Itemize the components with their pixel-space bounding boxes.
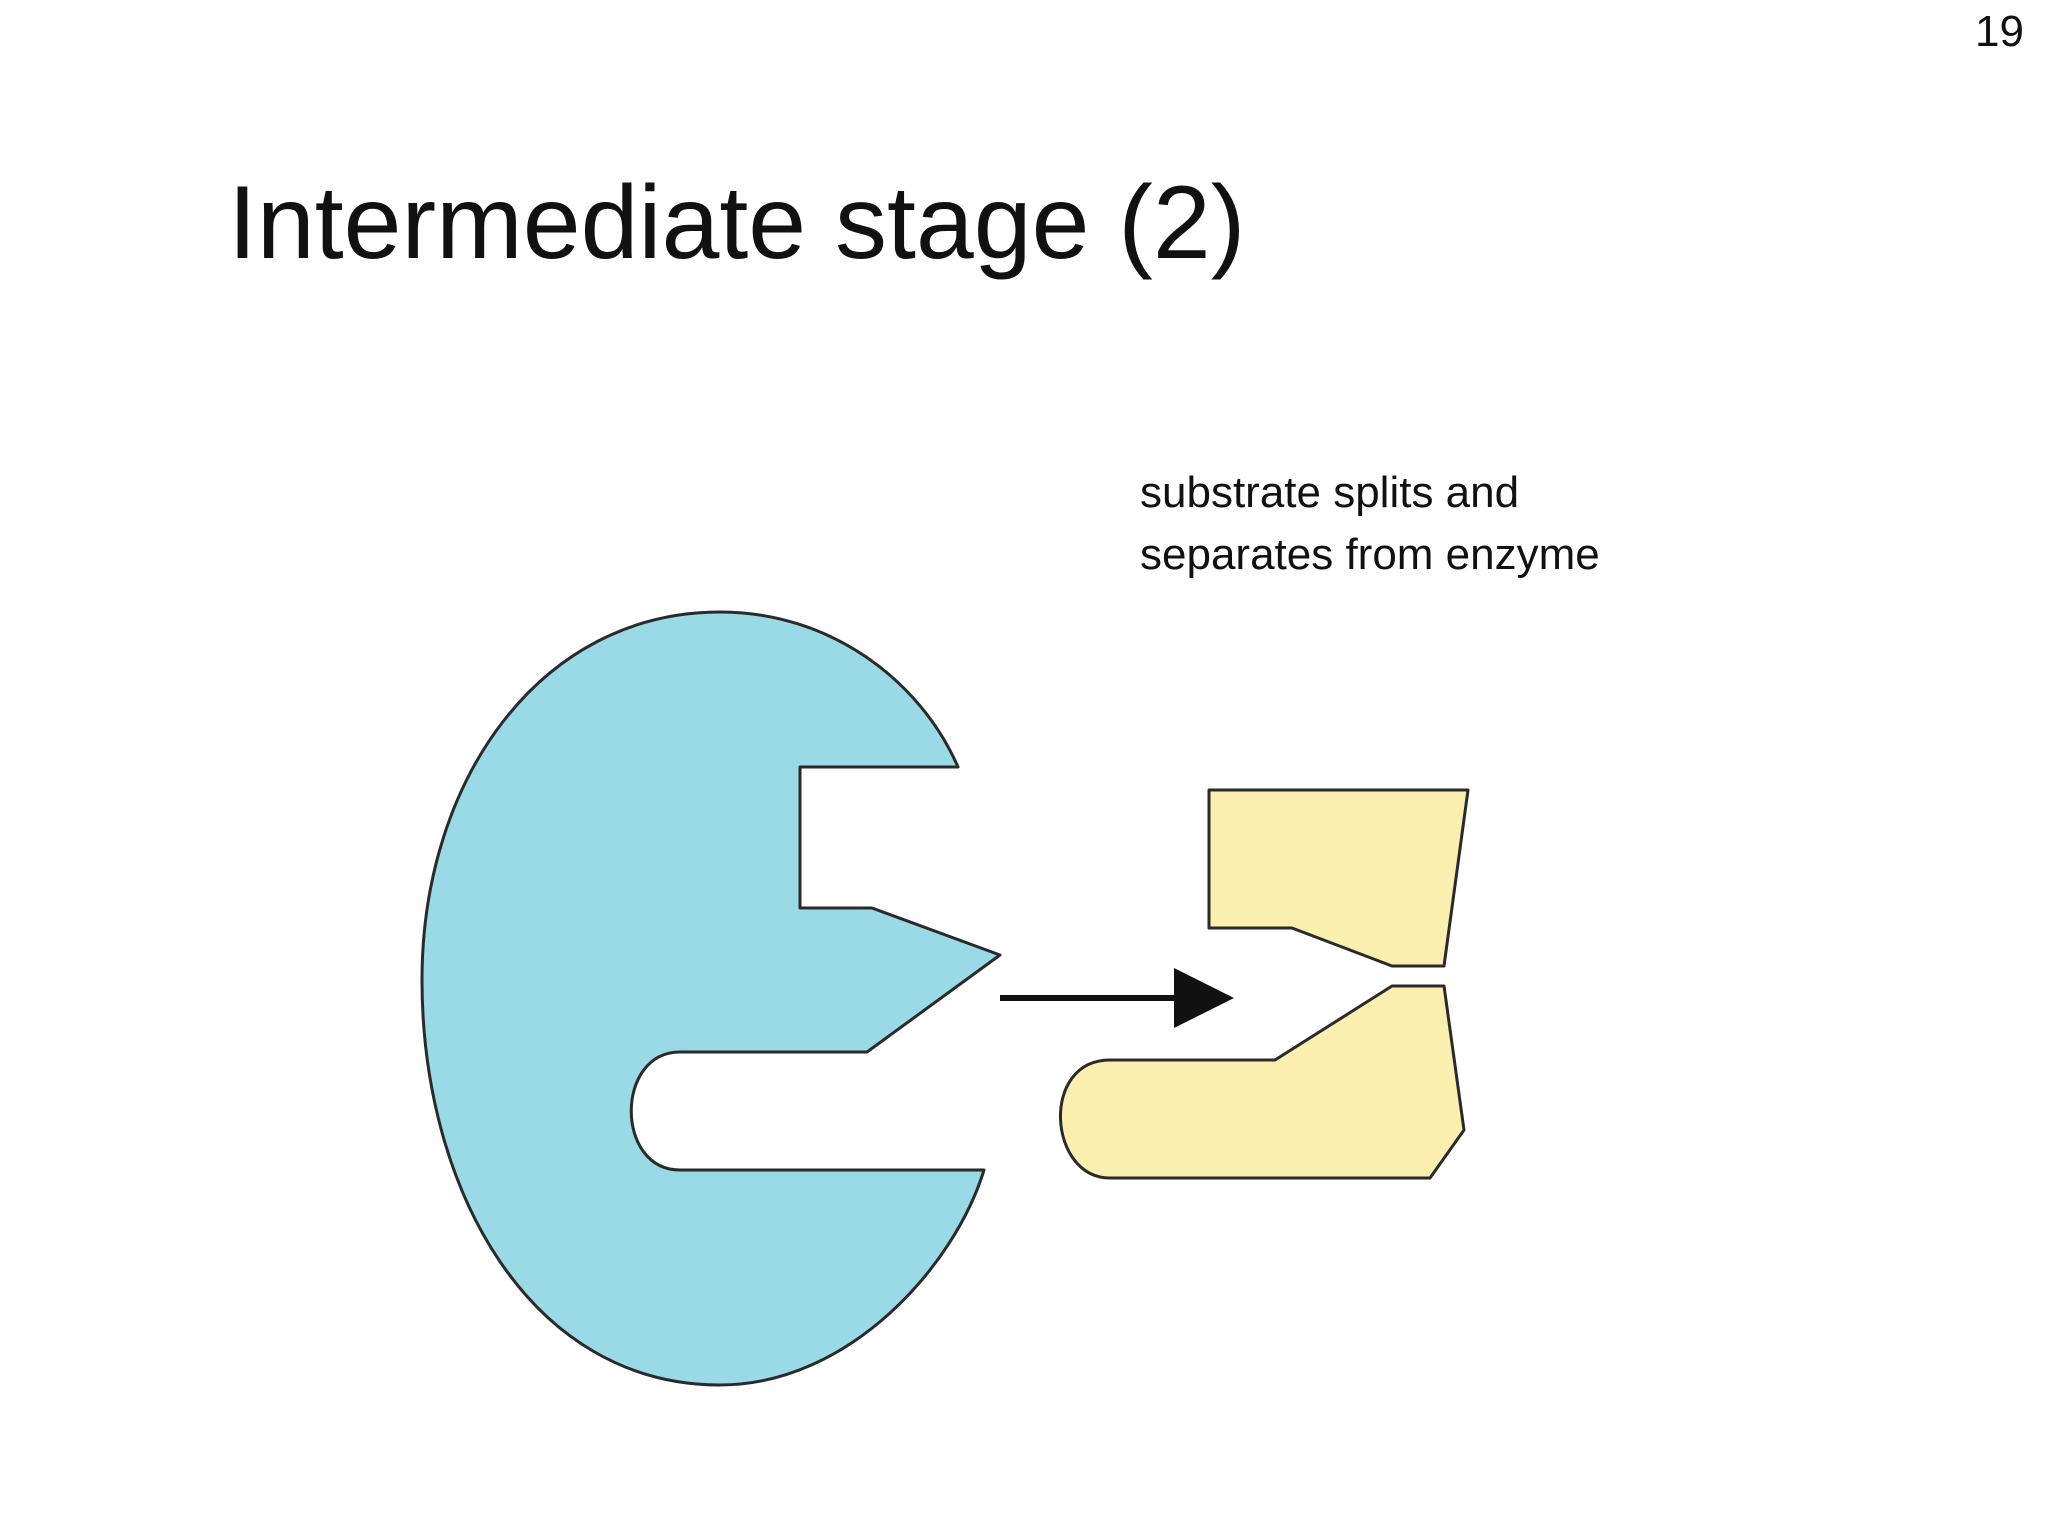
diagram-caption: substrate splits and separates from enzy… (1140, 462, 1600, 586)
substrate-upper-fragment (1207, 788, 1470, 968)
slide-title: Intermediate stage (2) (228, 164, 1246, 281)
substrate-lower-fragment (1059, 984, 1466, 1180)
slide-number: 19 (1975, 7, 2024, 56)
enzyme-shape (420, 610, 1002, 1387)
caption-line-1: substrate splits and (1140, 468, 1520, 517)
caption-line-2: separates from enzyme (1140, 530, 1600, 579)
